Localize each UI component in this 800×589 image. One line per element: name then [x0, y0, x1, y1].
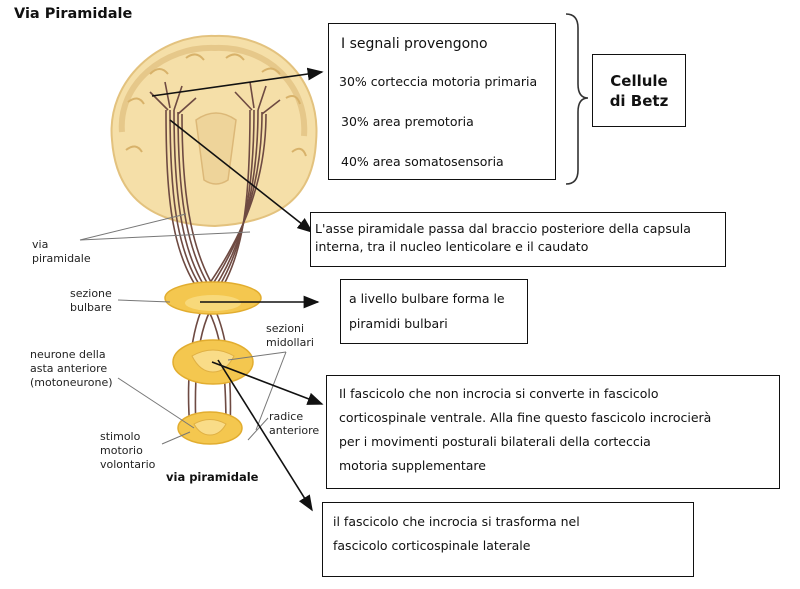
label-leaders — [79, 213, 287, 445]
signals-item: 30% area premotoria — [341, 114, 474, 129]
page-title: Via Piramidale — [14, 6, 133, 22]
bulbare-box: a livello bulbare forma le piramidi bulb… — [340, 279, 528, 344]
spinal-section-lower — [177, 411, 243, 445]
label-via-piramidale-bottom: via piramidale — [166, 470, 259, 484]
signals-item: 30% corteccia motoria primaria — [339, 74, 538, 89]
annotation-arrows — [151, 67, 324, 512]
signals-box: I segnali provengono 30% corteccia motor… — [328, 23, 556, 180]
grouping-brace — [565, 13, 589, 185]
brain-section — [110, 34, 318, 228]
capsula-box: L'asse piramidale passa dal braccio post… — [310, 212, 726, 267]
bulbar-section — [164, 281, 262, 315]
laterale-box: il fascicolo che incrocia si trasforma n… — [322, 502, 694, 577]
ventrale-box: Il fascicolo che non incrocia si convert… — [326, 375, 780, 489]
signals-heading: I segnali provengono — [341, 36, 488, 52]
signals-item: 40% area somatosensoria — [341, 154, 504, 169]
